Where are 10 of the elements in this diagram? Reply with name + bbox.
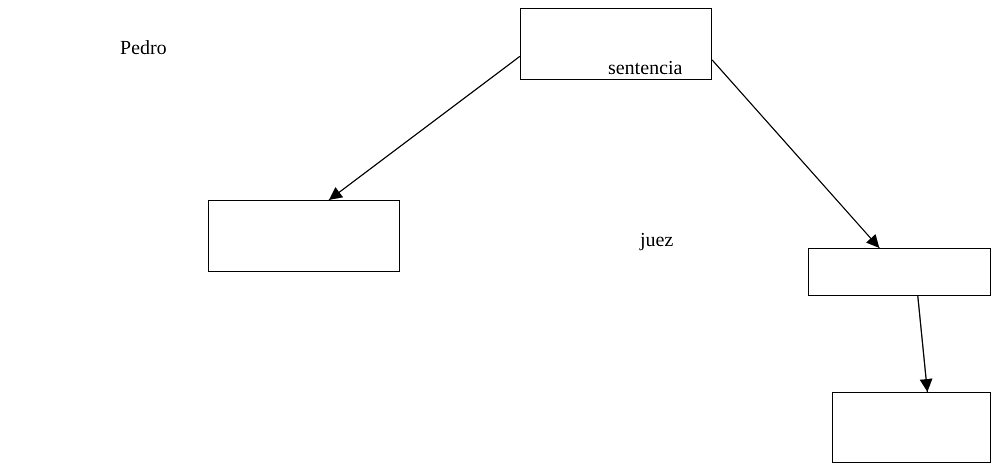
text-label: sentencia xyxy=(608,56,682,81)
empty-box xyxy=(520,8,712,80)
empty-box xyxy=(808,248,991,296)
empty-box xyxy=(208,200,400,272)
text-label: Pedro xyxy=(120,36,167,61)
arrow xyxy=(328,56,520,201)
arrow xyxy=(917,296,933,392)
arrow xyxy=(712,59,880,248)
empty-box xyxy=(832,392,991,463)
text-label: juez xyxy=(640,228,674,253)
